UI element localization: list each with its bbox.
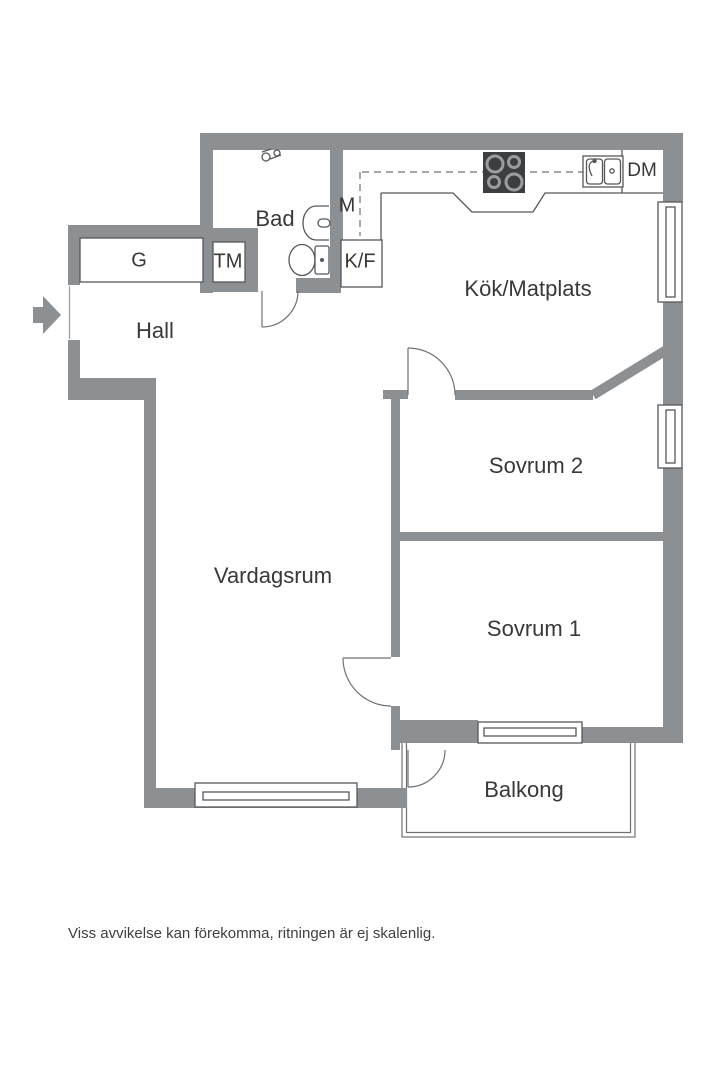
wall-interior-t-cap bbox=[383, 390, 408, 399]
room-label-sovrum2: Sovrum 2 bbox=[488, 453, 584, 478]
door-sovrum1 bbox=[342, 657, 392, 707]
wall-vardagsrum-west bbox=[144, 390, 156, 790]
disclaimer-text: Viss avvikelse kan förekomma, ritningen … bbox=[68, 925, 436, 942]
washer-label-tm: TM bbox=[213, 250, 243, 273]
closet-g-box bbox=[79, 237, 204, 283]
stove-icon bbox=[483, 152, 525, 193]
shower-mixer-icon bbox=[261, 148, 282, 162]
toilet-icon bbox=[288, 243, 330, 277]
wall-right-2 bbox=[663, 302, 683, 405]
wall-hall-southwest bbox=[68, 378, 156, 400]
wall-sovrum-divider bbox=[397, 532, 663, 541]
window-kitchen-east bbox=[657, 201, 683, 303]
closet-label-g: G bbox=[131, 249, 147, 272]
wall-hall-north bbox=[68, 225, 200, 238]
window-vardagsrum-south bbox=[194, 782, 358, 808]
window-sovrum2-east bbox=[657, 404, 683, 469]
room-label-bad: Bad bbox=[255, 206, 295, 231]
washer-tm-box bbox=[212, 241, 246, 283]
wall-interior-vertical bbox=[391, 398, 400, 657]
window-sovrum1-south bbox=[477, 721, 583, 744]
room-label-sovrum1: Sovrum 1 bbox=[486, 616, 582, 641]
dishwasher-label-dm: DM bbox=[624, 160, 660, 182]
room-label-hall: Hall bbox=[136, 318, 174, 343]
wall-tm-right bbox=[245, 228, 258, 292]
wall-interior-lower bbox=[391, 706, 400, 750]
wall-diagonal bbox=[590, 344, 671, 400]
wall-right-3 bbox=[663, 468, 683, 743]
room-label-vardagsrum: Vardagsrum bbox=[213, 563, 333, 588]
door-bad bbox=[261, 290, 299, 328]
room-label-kok: Kök/Matplats bbox=[464, 276, 592, 301]
walls bbox=[68, 133, 683, 808]
fridge-kf-box bbox=[340, 239, 383, 288]
door-balkong bbox=[407, 749, 446, 788]
washbasin-icon bbox=[302, 205, 331, 241]
wall-sovrum1-south-west bbox=[400, 720, 478, 743]
closet-label-m: M bbox=[338, 194, 356, 217]
wall-bad-east bbox=[330, 150, 341, 293]
fridge-label-kf: K/F bbox=[344, 250, 376, 273]
wall-sovrum1-south-east bbox=[582, 727, 683, 743]
wall-sovrum2-north bbox=[455, 390, 593, 400]
entry-arrow-icon bbox=[33, 296, 61, 334]
door-sovrum2 bbox=[407, 347, 456, 396]
wall-right-1 bbox=[663, 150, 683, 202]
wall-top bbox=[200, 133, 683, 150]
wall-tm-bottom bbox=[200, 280, 258, 292]
kitchen-sink-icon bbox=[582, 155, 624, 188]
room-label-balkong: Balkong bbox=[484, 777, 564, 802]
wall-hall-west-upper bbox=[68, 238, 80, 285]
wall-bad-south bbox=[296, 278, 341, 293]
wall-hall-west-lower bbox=[68, 340, 80, 390]
